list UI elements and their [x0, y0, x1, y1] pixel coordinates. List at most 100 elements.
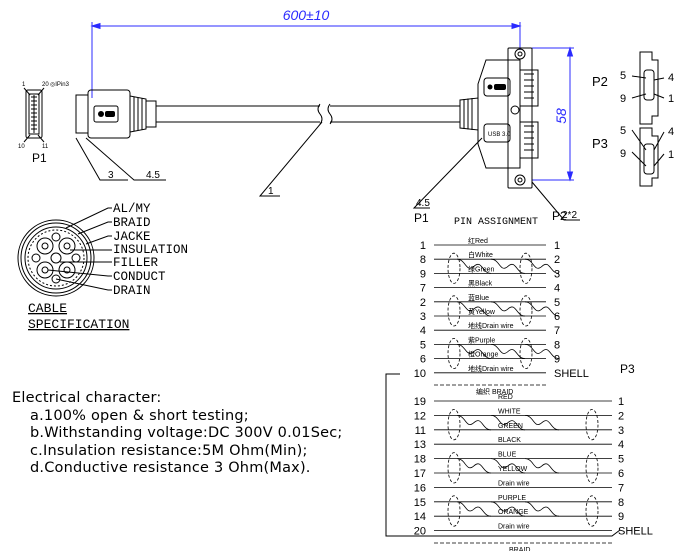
p2-pin-9: 9	[620, 93, 626, 105]
p3-wire-label: Drain wire	[498, 524, 530, 531]
p2-twist	[524, 344, 560, 359]
p3-left-pin: 15	[414, 497, 426, 509]
p2-shield	[447, 252, 461, 284]
layer-jacke: JACKE	[113, 230, 151, 244]
p1-end-view	[23, 87, 45, 143]
p2-shield	[519, 252, 533, 284]
p2-left-pin: 6	[420, 354, 426, 366]
p2-right-pin: 1	[554, 240, 560, 252]
p3-twist	[524, 501, 560, 517]
p3-pin-1: 1	[668, 149, 674, 161]
p1-pin-20: 20	[42, 82, 49, 88]
p2-right-pin: 9	[554, 354, 560, 366]
p2-twist	[456, 258, 492, 274]
p3-shield	[585, 495, 599, 527]
p3-twist	[490, 501, 526, 517]
p3-pin-5: 5	[620, 125, 626, 137]
p2-left-pin: 3	[420, 311, 426, 323]
p3-twist	[490, 458, 526, 474]
p3-shield	[585, 408, 599, 441]
layer-insulation: INSULATION	[113, 243, 188, 257]
p2-wire-label: 黑Black	[468, 280, 493, 288]
p2-right-pin: 6	[554, 311, 560, 323]
p3-shield	[447, 495, 461, 527]
p3-pin-4: 4	[668, 126, 674, 138]
p2-shield	[519, 295, 533, 327]
p3-wire-label: WHITE	[498, 408, 521, 415]
p2-left-pin: 10	[414, 368, 426, 380]
p1-pin-11: 11	[42, 144, 49, 150]
p3-right-pin: 7	[618, 482, 624, 494]
p3-twist	[524, 458, 560, 474]
cable-cross-section	[17, 207, 112, 297]
p3-left-pin: 13	[414, 439, 426, 451]
p3-wire-label: RED	[498, 394, 513, 401]
p3-left-pin: 11	[415, 425, 426, 437]
cable-spec-title-2: SPECIFICATION	[28, 317, 129, 332]
p2-right-pin: 5	[554, 297, 560, 309]
dim-2x2: 2*2	[562, 210, 577, 221]
electrical-line-b: b.Withstanding voltage:DC 300V 0.01Sec;	[30, 425, 343, 441]
p3-shield	[585, 452, 599, 484]
height-dim-text: 58	[553, 108, 569, 124]
p2-right-pin: SHELL	[554, 368, 589, 380]
p2-twist	[456, 344, 492, 359]
p3-pin-9: 9	[620, 148, 626, 160]
p3-wire-label: ORANGE	[498, 509, 529, 516]
p2-label: P2	[592, 74, 608, 89]
p1-connector	[75, 89, 157, 139]
p2-right-pin: 3	[554, 268, 560, 280]
p2-twist	[524, 258, 560, 274]
p3-wire-label: Drain wire	[498, 480, 530, 487]
usb-logo-icon	[487, 84, 506, 90]
p2-twist	[524, 301, 560, 317]
layer-braid: BRAID	[113, 216, 151, 230]
p2-pin-1: 1	[668, 93, 674, 105]
p3-braid-label: BRAID	[509, 547, 530, 551]
p2-wire-label: 白White	[468, 250, 493, 259]
pin-p3-label: P3	[620, 362, 635, 376]
p2-wire-label: 黄Yellow	[468, 307, 496, 316]
cable-body	[156, 103, 460, 125]
pin-p2-label: P2	[552, 209, 567, 223]
p2-twist	[490, 258, 526, 274]
length-dimension	[90, 22, 522, 98]
cable-assembly	[23, 22, 665, 221]
layer-conduct: CONDUCT	[113, 270, 166, 284]
p2-wire-label: 蓝Blue	[468, 293, 489, 302]
p3-right-pin: 9	[618, 511, 624, 523]
p2-wire-label: 地线Drain wire	[468, 321, 514, 330]
dim-45a: 4.5	[146, 170, 160, 181]
panel-connector	[477, 47, 539, 189]
p2-twist	[490, 344, 526, 359]
p3-label: P3	[592, 136, 608, 151]
p2-right-pin: 8	[554, 339, 560, 351]
cable-layers: AL/MY BRAID JACKE INSULATION FILLER COND…	[113, 202, 188, 298]
p3-wire-label: GREEN	[498, 423, 523, 430]
leader-lines	[75, 121, 580, 221]
layer-al-my: AL/MY	[113, 202, 151, 216]
p3-twist	[490, 415, 526, 431]
p3-right-pin: 3	[618, 425, 624, 437]
p2p3-strain-relief	[459, 97, 479, 131]
p1-pin-1: 1	[22, 82, 26, 88]
p3-left-pin: 20	[414, 526, 426, 538]
cable-spec-title-1: CABLE	[28, 301, 67, 316]
dim-3: 3	[108, 170, 114, 181]
length-dim-text: 600±10	[283, 7, 330, 23]
p3-right-pin: 2	[618, 410, 624, 422]
p3-left-pin: 14	[414, 511, 426, 523]
p2-wire-label: 紫Purple	[468, 336, 495, 344]
p3-wire-label: BLUE	[498, 452, 517, 459]
p2-wire-label: 红Red	[468, 236, 488, 245]
port-end-views	[631, 51, 665, 187]
p3-left-pin: 17	[414, 468, 426, 480]
p2-left-pin: 4	[420, 325, 426, 337]
p3-frame	[385, 373, 621, 537]
electrical-title: Electrical character:	[12, 390, 162, 406]
p2-right-pin: 2	[554, 254, 560, 266]
p2-shield	[447, 337, 461, 369]
p1-label: P1	[32, 151, 47, 165]
p3-shield	[447, 452, 461, 484]
